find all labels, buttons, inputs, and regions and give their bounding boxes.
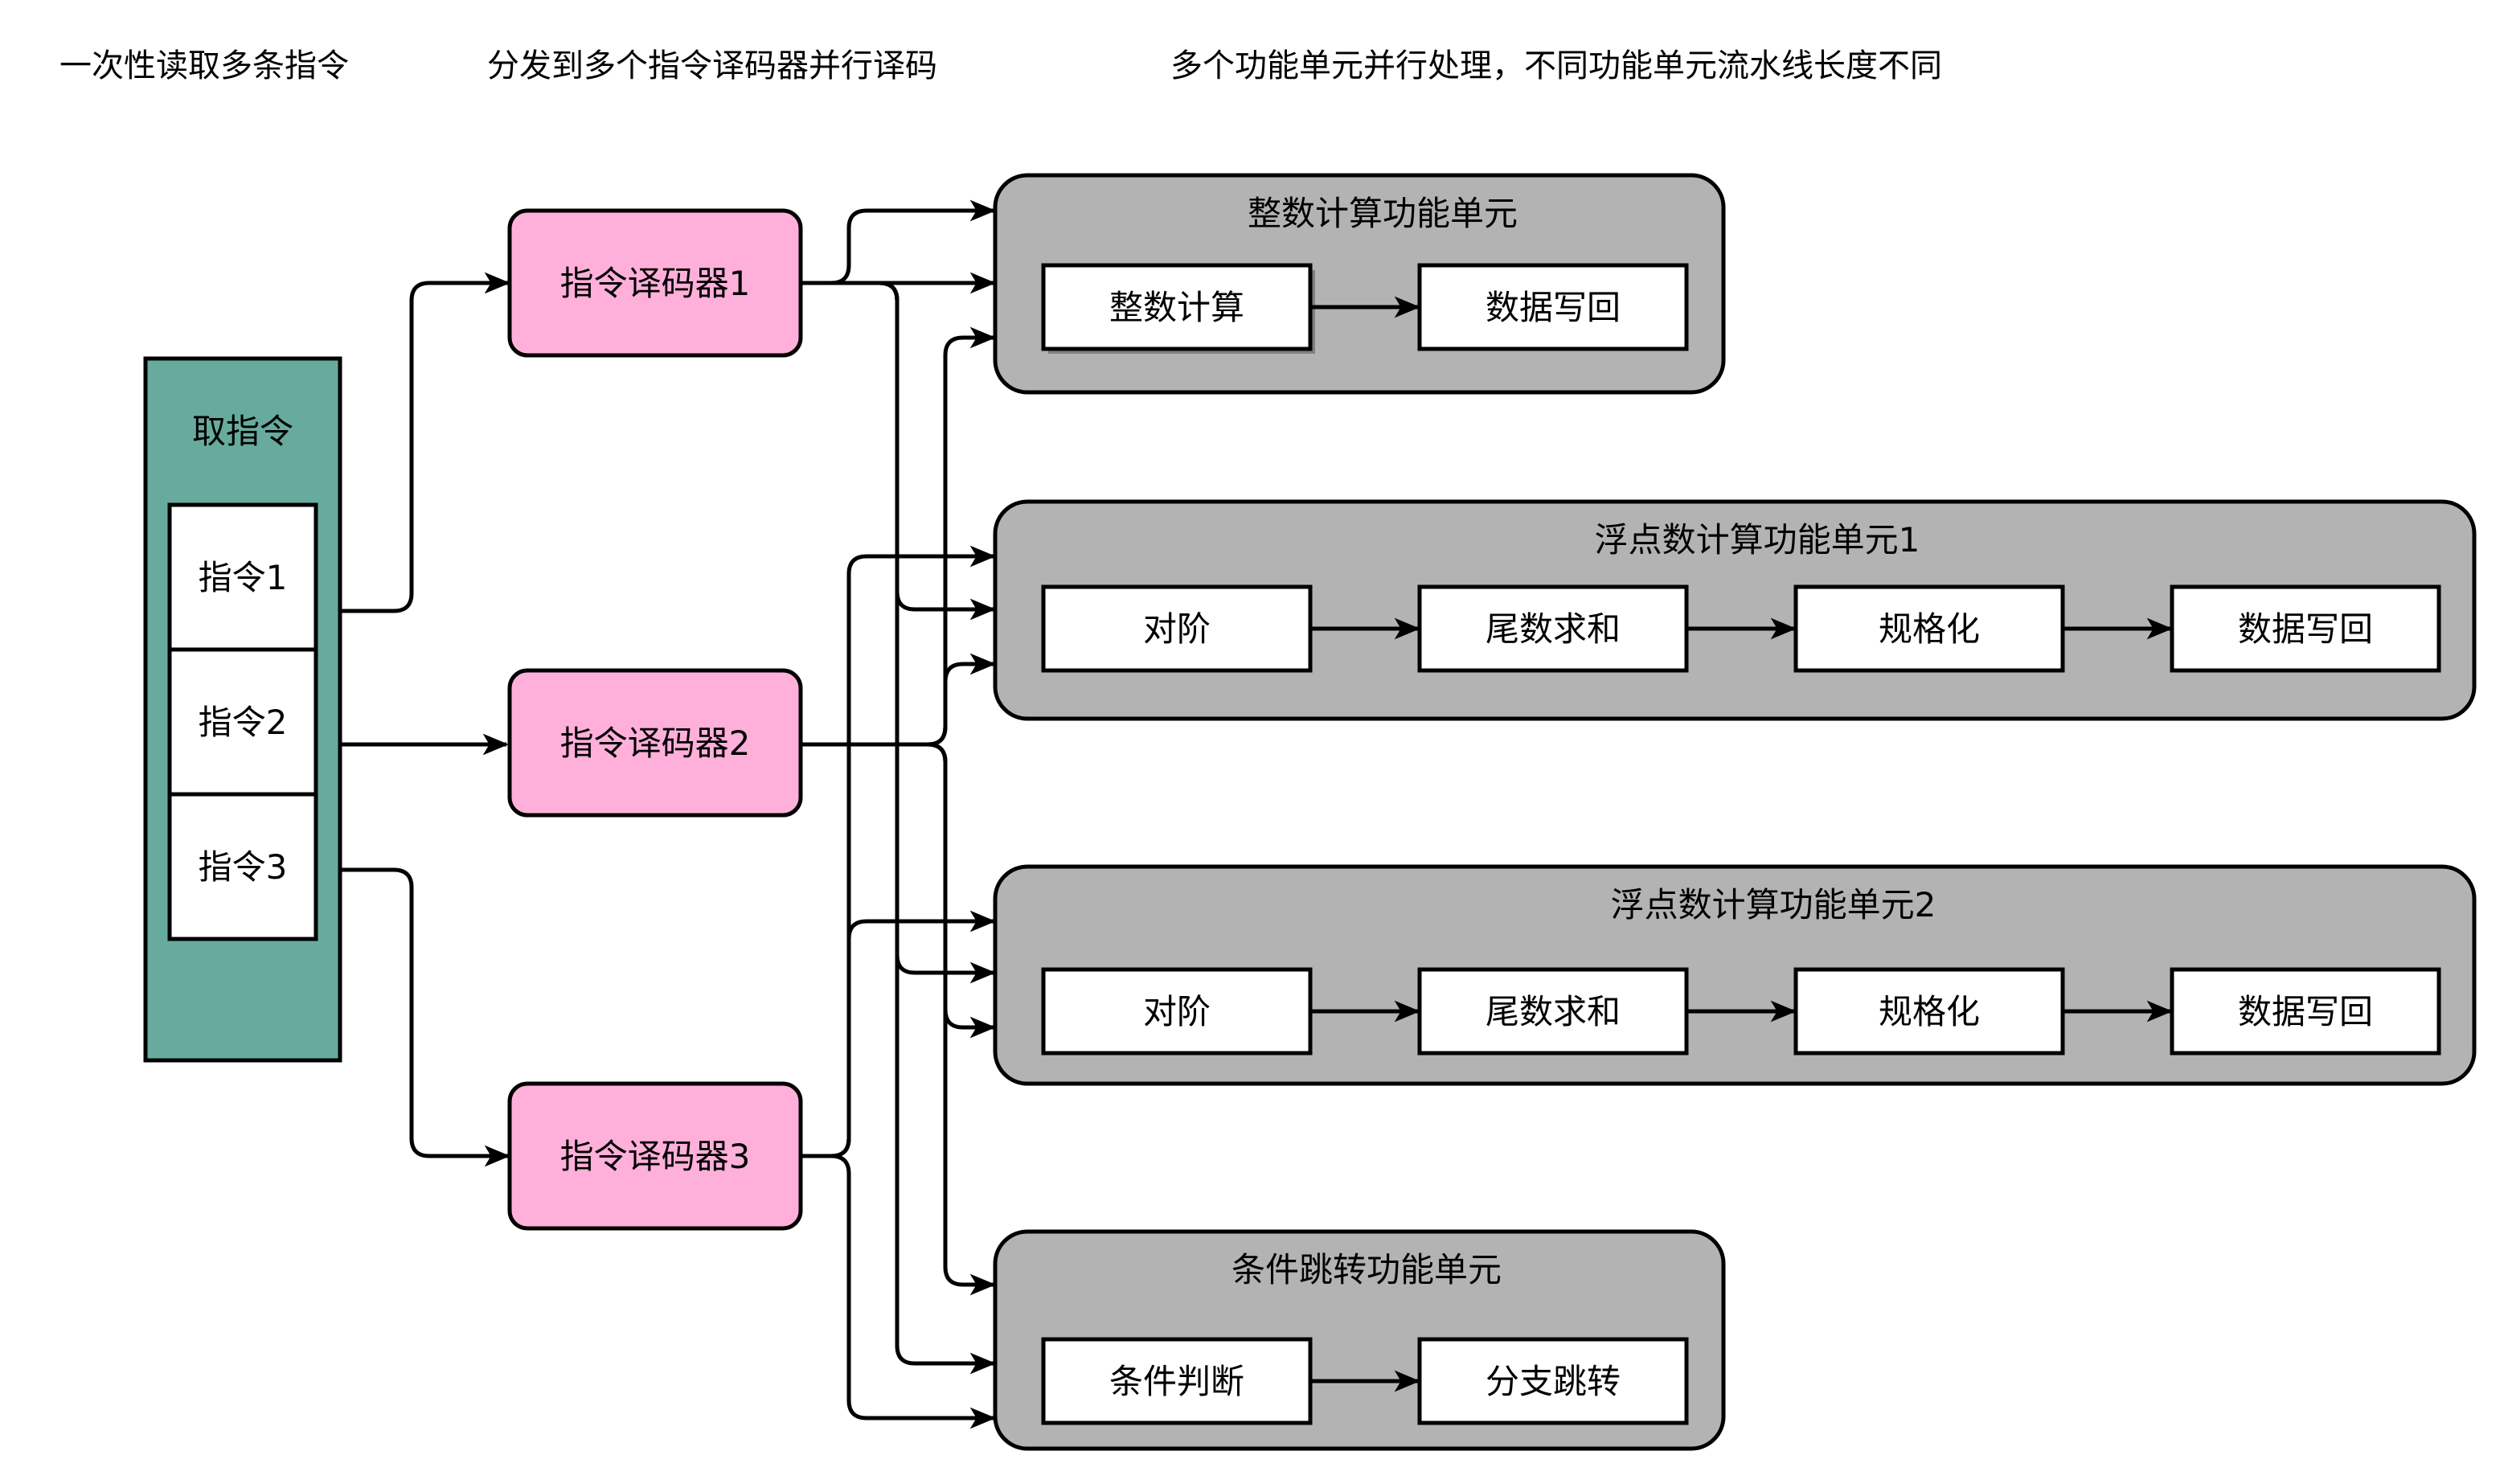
functional-unit-title: 条件跳转功能单元 — [1232, 1250, 1502, 1289]
pipeline-stage-label: 对阶 — [1143, 609, 1211, 649]
header-execute: 多个功能单元并行处理，不同功能单元流水线长度不同 — [1170, 47, 1942, 84]
pipeline-stage[interactable] — [1417, 263, 1689, 351]
pipeline-stage-label: 整数计算 — [1109, 288, 1244, 327]
header-dispatch: 分发到多个指令译码器并行译码 — [487, 47, 937, 84]
decoder-label: 指令译码器3 — [560, 1137, 751, 1176]
functional-unit-title: 整数计算功能单元 — [1248, 194, 1518, 233]
pipeline-stage[interactable] — [1041, 1337, 1313, 1425]
connector-arrow — [802, 281, 996, 1375]
decoders: 指令译码器1 指令译码器2 指令译码器3 — [507, 208, 803, 1231]
pipeline-stage[interactable] — [2170, 967, 2441, 1056]
pipeline-stage[interactable] — [2170, 584, 2441, 673]
pipeline-stage[interactable] — [1041, 584, 1313, 673]
fetch-title: 取指令 — [192, 412, 293, 451]
pipeline-stage[interactable] — [1793, 584, 2065, 673]
decoder-label: 指令译码器2 — [560, 724, 751, 763]
decoder-box[interactable] — [507, 1081, 803, 1231]
connector-arrow — [802, 742, 996, 1296]
pipeline-stage-label: 尾数求和 — [1486, 992, 1621, 1031]
fetch-item[interactable] — [167, 502, 318, 652]
pipeline-stage-label: 数据写回 — [2238, 609, 2373, 649]
functional-unit-title: 浮点数计算功能单元1 — [1595, 520, 1920, 560]
fetch-block: 取指令 指令1 指令2 指令3 — [143, 356, 342, 1063]
fetch-items: 指令1 指令2 指令3 — [167, 502, 318, 941]
pipeline-stage[interactable] — [1417, 1337, 1689, 1425]
decoder-label: 指令译码器1 — [560, 264, 751, 303]
pipeline-stage[interactable] — [1041, 967, 1313, 1056]
pipeline-stage-label: 尾数求和 — [1486, 609, 1621, 649]
connector-arrow — [802, 1154, 996, 1429]
pipeline-stage-label: 条件判断 — [1109, 1362, 1244, 1401]
pipeline-stage-label: 对阶 — [1143, 992, 1211, 1031]
connector-arrow — [802, 199, 996, 285]
functional-units: 整数计算功能单元整数计算数据写回浮点数计算功能单元1对阶尾数求和规格化数据写回浮… — [993, 173, 2477, 1451]
pipeline-stage[interactable] — [1041, 263, 1313, 351]
functional-unit — [993, 864, 2477, 1086]
decoder-box[interactable] — [507, 668, 803, 818]
fetch-item-label: 指令2 — [199, 703, 288, 742]
connection-edges — [318, 199, 996, 1429]
pipeline-stage[interactable] — [1417, 967, 1689, 1056]
connector-arrow — [318, 867, 510, 1167]
header-fetch: 一次性读取多条指令 — [59, 47, 349, 84]
pipeline-stage[interactable] — [1793, 967, 2065, 1056]
decoder-box[interactable] — [507, 208, 803, 358]
pipeline-stage-label: 数据写回 — [1486, 288, 1621, 327]
fetch-item[interactable] — [167, 647, 318, 797]
fetch-item-label: 指令1 — [199, 558, 288, 597]
pipeline-stage-label: 规格化 — [1879, 992, 1980, 1031]
functional-unit-title: 浮点数计算功能单元2 — [1611, 885, 1936, 924]
functional-unit — [993, 499, 2477, 721]
pipeline-stage-label: 规格化 — [1879, 609, 1980, 649]
pipeline-stage-label: 分支跳转 — [1486, 1362, 1621, 1401]
connector-arrow — [318, 272, 510, 613]
fetch-item-label: 指令3 — [199, 847, 288, 887]
pipeline-stage-label: 数据写回 — [2238, 992, 2373, 1031]
fetch-item[interactable] — [167, 792, 318, 941]
